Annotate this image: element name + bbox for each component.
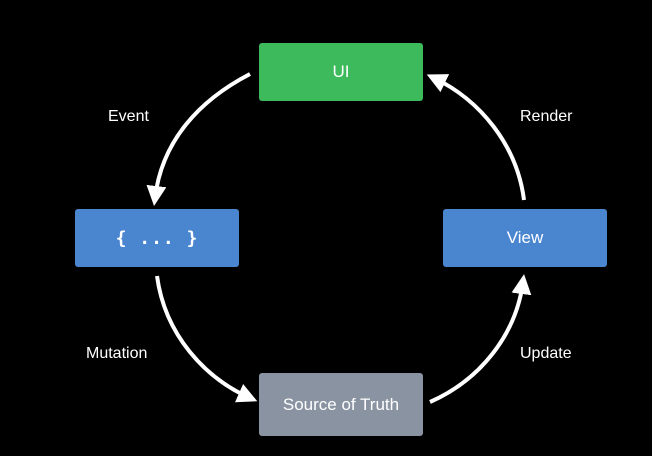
event-arrow: [146, 72, 251, 206]
event-label: Event: [108, 108, 149, 125]
ui-node: UI: [259, 43, 423, 101]
action-node-label: { ... }: [115, 227, 199, 249]
update-arrow: [429, 274, 532, 404]
action-node: { ... }: [75, 209, 239, 267]
render-label: Render: [520, 108, 573, 125]
view-node-label: View: [506, 228, 544, 247]
render-arrow: [426, 74, 526, 201]
source-of-truth-node: Source of Truth: [259, 373, 423, 436]
update-label: Update: [520, 345, 572, 362]
mutation-label: Mutation: [86, 345, 148, 362]
ui-node-label: UI: [332, 62, 350, 81]
mutation-arrow: [155, 275, 258, 403]
view-node: View: [443, 209, 607, 267]
source-of-truth-node-label: Source of Truth: [282, 394, 400, 414]
